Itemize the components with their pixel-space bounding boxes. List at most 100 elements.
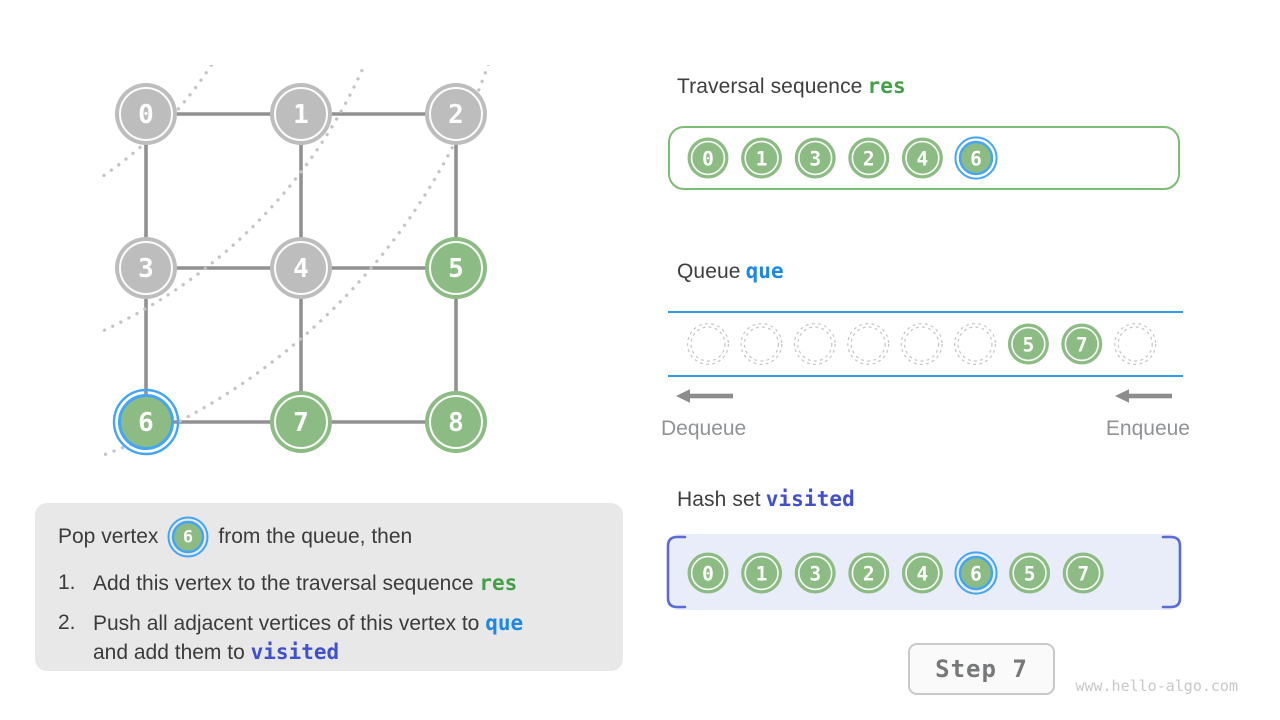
- svg-text:1: 1: [293, 100, 309, 130]
- explanation-intro-suffix: from the queue, then: [218, 525, 413, 548]
- current-vertex-badge: 6: [167, 516, 209, 558]
- graph-node-6: 6: [112, 388, 180, 456]
- graph-canvas: 0 1 2 3 4 5 6 7 8: [100, 65, 490, 458]
- visited-item-1: 1: [741, 552, 783, 594]
- graph-node-1: 1: [270, 83, 332, 145]
- step-button[interactable]: Step 7: [908, 643, 1055, 695]
- svg-text:0: 0: [702, 147, 714, 170]
- svg-text:7: 7: [1076, 333, 1088, 356]
- visited-label: Hash set: [677, 488, 761, 511]
- svg-text:3: 3: [138, 254, 154, 284]
- svg-text:6: 6: [970, 147, 982, 170]
- queue-slot-empty-1: [740, 323, 783, 365]
- svg-text:4: 4: [917, 147, 929, 170]
- graph-node-5: 5: [425, 237, 487, 299]
- svg-text:6: 6: [970, 562, 982, 585]
- svg-text:8: 8: [448, 408, 464, 438]
- queue-slot-5: 5: [1007, 323, 1049, 365]
- watermark-text: www.hello-algo.com: [1075, 677, 1238, 695]
- sequence-item-3: 3: [794, 137, 836, 179]
- explanation-step-2: 2. Push all adjacent vertices of this ver…: [58, 609, 605, 667]
- enqueue-label: Enqueue: [1105, 417, 1190, 440]
- queue-band: [668, 311, 1183, 377]
- svg-text:4: 4: [917, 562, 929, 585]
- svg-text:2: 2: [863, 147, 875, 170]
- current-vertex-circle: 6: [167, 516, 209, 558]
- queue-slot-empty-5: [954, 323, 997, 365]
- svg-text:7: 7: [1077, 562, 1089, 585]
- svg-text:1: 1: [756, 562, 768, 585]
- visited-row: 0 1 3 2 4 6 5 7: [687, 551, 1104, 595]
- svg-text:6: 6: [183, 528, 193, 548]
- visited-right-bracket-icon: [1161, 535, 1182, 609]
- explanation-text: and add them to: [93, 641, 251, 664]
- explanation-step-1: 1. Add this vertex to the traversal seque…: [58, 569, 605, 598]
- svg-text:6: 6: [138, 408, 154, 438]
- visited-item-6: 6: [954, 551, 998, 595]
- queue-slot-empty-0: [687, 323, 729, 365]
- graph-node-4: 4: [270, 237, 332, 299]
- explanation-intro-prefix: Pop vertex: [58, 525, 159, 548]
- visited-item-3: 3: [794, 552, 836, 594]
- queue-label: Queue: [677, 260, 741, 283]
- sequence-item-6: 6: [954, 136, 998, 180]
- queue-slot-7: 7: [1061, 323, 1103, 365]
- res-var: res: [479, 571, 518, 595]
- enqueue-arrow-icon: [1115, 389, 1172, 403]
- step-button-label: Step 7: [935, 655, 1028, 683]
- graph-node-0: 0: [115, 83, 177, 145]
- svg-text:5: 5: [1024, 562, 1036, 585]
- list-number: 1.: [58, 571, 76, 594]
- svg-text:4: 4: [293, 254, 309, 284]
- explanation-box: Pop vertex 6 from the queue, then 1. Add …: [35, 503, 623, 671]
- queue-slot-empty-3: [847, 323, 890, 365]
- svg-text:5: 5: [1023, 333, 1035, 356]
- svg-text:2: 2: [863, 562, 875, 585]
- queue-slot-empty-4: [900, 323, 943, 365]
- graph-node-7: 7: [270, 391, 332, 453]
- svg-text:7: 7: [293, 408, 309, 438]
- traversal-sequence-label: Traversal sequence: [677, 75, 863, 98]
- dequeue-label: Dequeue: [661, 417, 747, 440]
- queue-var: que: [745, 259, 784, 283]
- explanation-line: and add them to visited: [93, 638, 605, 667]
- visited-item-4: 4: [901, 552, 943, 594]
- graph-node-2: 2: [425, 83, 487, 145]
- graph-node-8: 8: [425, 391, 487, 453]
- visited-var: visited: [250, 640, 340, 664]
- graph-node-3: 3: [115, 237, 177, 299]
- svg-text:5: 5: [448, 254, 464, 284]
- traversal-sequence-row: 0 1 3 2 4 6: [687, 136, 998, 180]
- visited-var: visited: [765, 487, 855, 511]
- svg-text:3: 3: [809, 147, 821, 170]
- dequeue-arrow-icon: [676, 389, 733, 403]
- traversal-sequence-var: res: [867, 74, 906, 98]
- sequence-item-0: 0: [687, 137, 729, 179]
- explanation-text: Push all adjacent vertices of this verte…: [93, 612, 486, 635]
- list-number: 2.: [58, 611, 76, 634]
- svg-text:0: 0: [702, 562, 714, 585]
- svg-text:3: 3: [809, 562, 821, 585]
- explanation-steps: 1. Add this vertex to the traversal seque…: [58, 569, 605, 667]
- visited-item-2: 2: [848, 552, 890, 594]
- sequence-item-1: 1: [741, 137, 783, 179]
- svg-text:2: 2: [448, 100, 464, 130]
- explanation-line: 2. Push all adjacent vertices of this ver…: [58, 609, 605, 638]
- svg-text:0: 0: [138, 100, 154, 130]
- queue-slot-empty-2: [793, 323, 836, 365]
- que-var: que: [485, 611, 524, 635]
- explanation-intro: Pop vertex 6 from the queue, then: [58, 516, 605, 558]
- sequence-item-2: 2: [848, 137, 890, 179]
- visited-item-7: 7: [1062, 552, 1104, 594]
- svg-text:1: 1: [756, 147, 768, 170]
- visited-item-5: 5: [1009, 552, 1051, 594]
- queue-slot-empty-8: [1114, 323, 1157, 365]
- explanation-text: Add this vertex to the traversal sequenc…: [93, 572, 480, 595]
- visited-left-bracket-icon: [666, 535, 687, 609]
- sequence-item-4: 4: [901, 137, 943, 179]
